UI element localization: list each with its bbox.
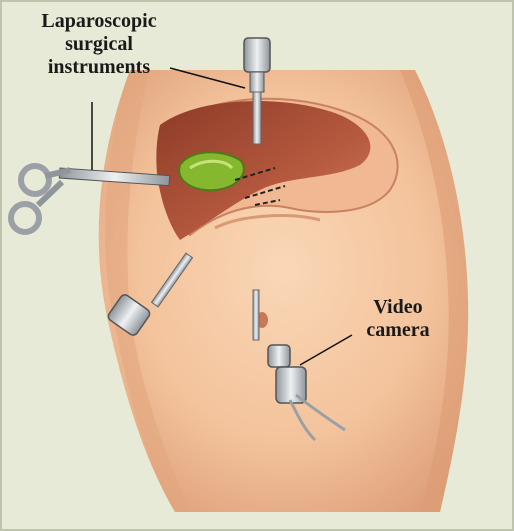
label-laparoscopic-instruments: Laparoscopic surgical instruments [14,10,184,79]
gallbladder [179,152,244,190]
label-instruments-line-3: instruments [14,56,184,79]
label-video-camera: Video camera [348,296,448,342]
label-instruments-line-1: Laparoscopic [14,10,184,33]
label-camera-line-1: Video [348,296,448,319]
label-instruments-line-2: surgical [14,33,184,56]
label-camera-line-2: camera [348,319,448,342]
